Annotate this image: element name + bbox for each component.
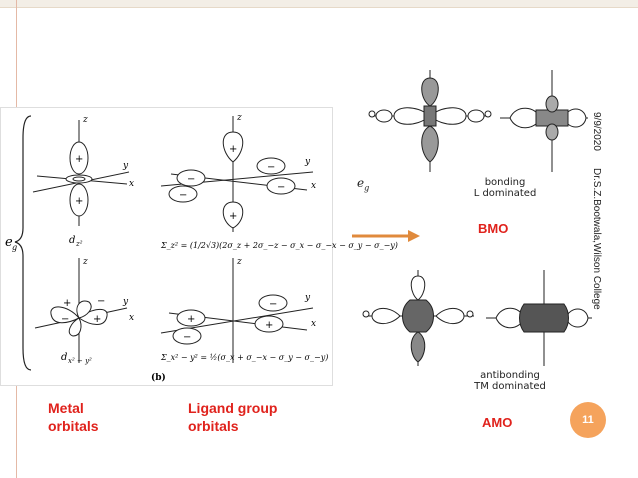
svg-text:−: − xyxy=(269,299,277,310)
svg-text:−: − xyxy=(61,314,69,325)
svg-text:x² − y²: x² − y² xyxy=(68,357,92,365)
svg-text:y: y xyxy=(304,293,311,303)
eg-label: e xyxy=(5,235,13,250)
bmo-orbital-left xyxy=(368,70,492,172)
bmo-label: BMO xyxy=(478,221,509,236)
right-arrow xyxy=(352,230,420,242)
orbital-figure-svg: e g + + z y x d z² xyxy=(5,113,398,383)
svg-text:+: + xyxy=(75,196,83,207)
svg-text:y: y xyxy=(122,161,129,171)
svg-text:−: − xyxy=(187,174,195,185)
bmo-orbital-right xyxy=(500,70,588,172)
svg-text:+: + xyxy=(187,314,195,325)
amo-label: AMO xyxy=(482,415,513,430)
antibonding-note: antibonding TM dominated xyxy=(474,370,546,392)
amo-orbital-right xyxy=(486,270,592,366)
svg-text:d: d xyxy=(61,352,67,363)
dx2y2-ligand-salc: − + + − z y x Σ_x² − y² = ½(σ_x + σ_−x −… xyxy=(160,257,328,363)
svg-text:z²: z² xyxy=(75,240,83,248)
sigma-z2-formula: Σ_z² = (1/2√3)(2σ_z + 2σ_−z − σ_x − σ_−x… xyxy=(160,241,398,250)
svg-text:−: − xyxy=(267,162,275,173)
svg-text:z: z xyxy=(236,113,242,123)
sigma-x2y2-formula: Σ_x² − y² = ½(σ_x + σ_−x − σ_y − σ_−y) xyxy=(160,353,328,362)
svg-text:+: + xyxy=(75,154,83,165)
svg-text:+: + xyxy=(229,211,237,222)
dz2-orbital: + + z y x d z² xyxy=(32,115,134,248)
amo-diagram xyxy=(362,270,592,366)
slide-number-badge: 11 xyxy=(570,402,606,438)
svg-text:+: + xyxy=(229,144,237,155)
dx2y2-orbital: + − − + z y x d x² − y² xyxy=(34,257,134,365)
eg-brace xyxy=(14,115,32,371)
panel-tag: (b) xyxy=(151,372,166,383)
dz2-ligand-salc: + + − − − − z y x Σ_z² = (1/2√3)(2σ_z + … xyxy=(160,113,398,250)
svg-text:−: − xyxy=(97,296,105,307)
eg-small-label: eg xyxy=(357,176,370,193)
top-border xyxy=(0,0,638,7)
svg-text:+: + xyxy=(93,314,101,325)
svg-text:−: − xyxy=(277,182,285,193)
amo-orbital-left xyxy=(362,270,474,366)
bmo-diagram xyxy=(368,70,588,172)
top-border-line xyxy=(0,7,638,8)
svg-text:z: z xyxy=(82,257,88,267)
date-footer: 9/9/2020 xyxy=(591,112,602,151)
author-footer: Dr.S.Z.Bootwala,Wilson College xyxy=(591,168,602,310)
svg-text:z: z xyxy=(236,257,242,267)
bonding-note: bonding L dominated xyxy=(473,177,537,199)
svg-text:−: − xyxy=(179,190,187,201)
svg-text:x: x xyxy=(311,181,316,191)
ligand-orbitals-label: Ligand group orbitals xyxy=(188,400,278,434)
textbook-figure-panel: e g + + z y x d z² xyxy=(0,107,398,386)
svg-text:y: y xyxy=(122,297,129,307)
svg-text:z: z xyxy=(82,115,88,125)
svg-text:+: + xyxy=(265,320,273,331)
eg-sub: g xyxy=(12,243,17,252)
svg-text:x: x xyxy=(129,179,134,189)
svg-text:+: + xyxy=(63,298,71,309)
svg-text:x: x xyxy=(129,313,134,323)
svg-text:x: x xyxy=(311,319,316,329)
metal-orbitals-label: Metal orbitals xyxy=(48,400,99,434)
svg-text:y: y xyxy=(304,157,311,167)
svg-text:−: − xyxy=(183,332,191,343)
svg-text:d: d xyxy=(69,235,75,246)
